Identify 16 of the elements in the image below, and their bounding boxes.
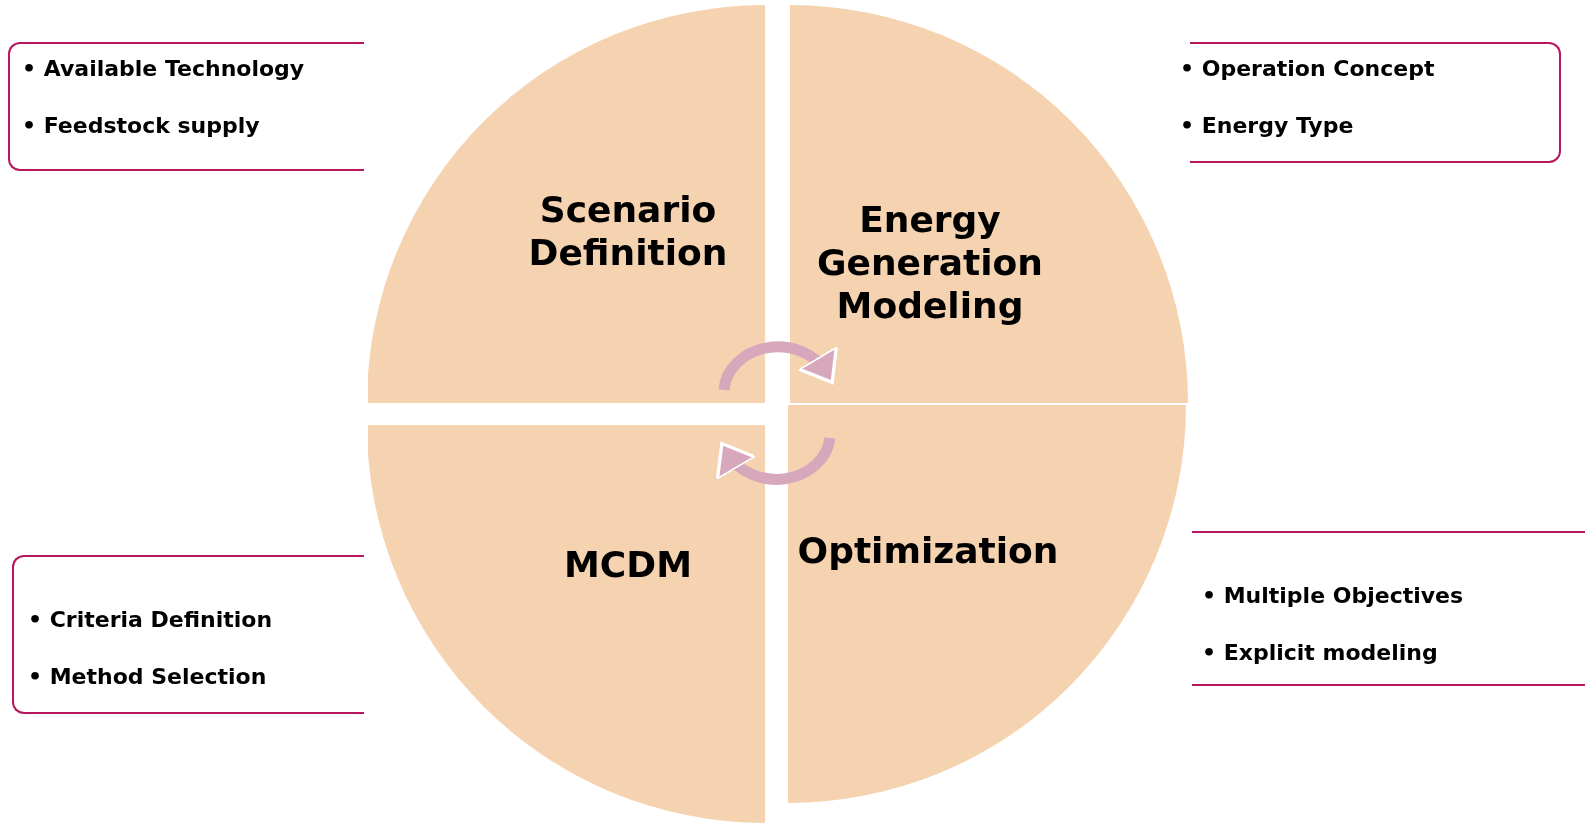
bullet-item: • Method Selection [28,664,268,689]
cycle-arrow [717,436,836,485]
quadrant-title: MCDM [563,543,693,586]
bullet-box [8,42,364,171]
bullet-item: • Feedstock supply [22,113,261,138]
bullet-item: • Operation Concept [1180,56,1435,81]
bullet-item: • Multiple Objectives [1202,583,1464,608]
bullet-box [1192,531,1585,686]
bullet-item: • Available Technology [22,56,305,81]
bullet-item: • Criteria Definition [28,607,273,632]
bullet-box [12,555,364,714]
quadrant-title: Energy Generation Modeling [816,198,1044,327]
bullet-item: • Explicit modeling [1202,640,1439,665]
quadrant-title: Optimization [796,529,1060,572]
quadrant-title: Scenario Definition [527,188,729,274]
bullet-item: • Energy Type [1180,113,1355,138]
